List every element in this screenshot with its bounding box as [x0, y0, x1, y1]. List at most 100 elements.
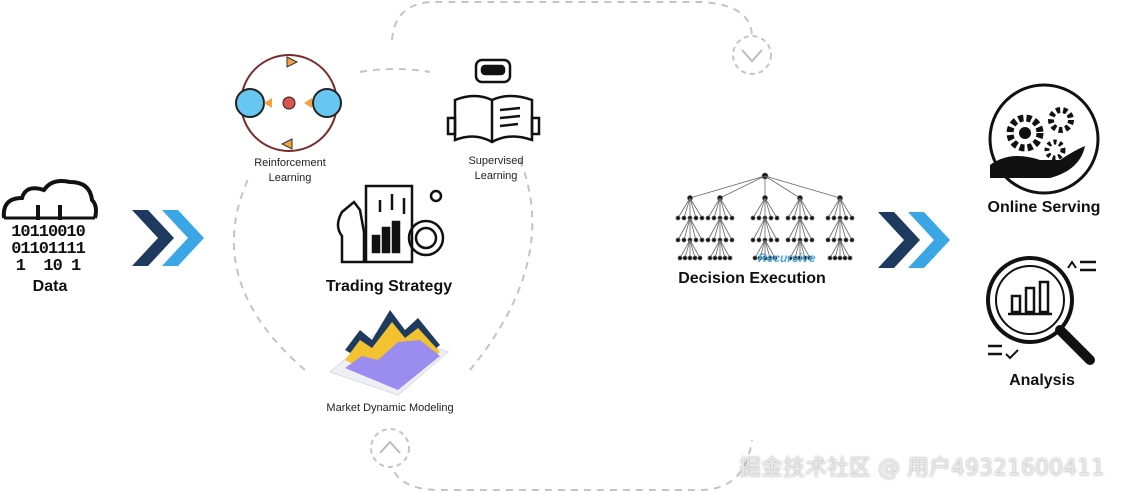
tree-node [791, 237, 797, 243]
tree-edge [789, 239, 801, 259]
tree-edge [834, 239, 841, 259]
tree-edge [799, 197, 813, 219]
tree-edge [764, 239, 771, 259]
chevron-right-icon [878, 212, 950, 268]
tree-node [756, 215, 762, 221]
tree-node [768, 237, 774, 243]
tree-node [785, 237, 791, 243]
supervised-learning-label: Supervised Learning [468, 155, 524, 182]
tree-edge [827, 197, 841, 219]
chevron-down-icon [732, 35, 772, 75]
tree-node [697, 255, 703, 261]
tree-edge [758, 197, 766, 219]
tree-node [772, 255, 778, 261]
tree-node [843, 237, 849, 243]
tree-edge [719, 217, 733, 241]
gears-hand-icon [988, 83, 1100, 195]
tree-node [827, 255, 833, 261]
tree-node [723, 237, 729, 243]
tree-node [681, 237, 687, 243]
tree-edge [799, 217, 807, 241]
tree-node [825, 237, 831, 243]
tree-node [705, 215, 711, 221]
tree-edge [794, 239, 801, 259]
mountain-chart-icon [328, 310, 450, 396]
tree-edge [839, 197, 853, 219]
tree-edge [764, 197, 778, 219]
tree-node [692, 255, 698, 261]
tree-edge [719, 197, 727, 219]
reinforcement-learning-label: Reinforcement Learning [254, 157, 326, 184]
tree-edge [752, 217, 766, 241]
tree-edge [839, 239, 846, 259]
tree-edge [793, 217, 801, 241]
decision-tree-icon [675, 172, 855, 261]
tree-edge [764, 239, 776, 259]
tree-edge [758, 217, 766, 241]
tree-edge [799, 239, 811, 259]
tree-edge [713, 197, 721, 219]
tree-node [693, 215, 699, 221]
cloud-data-icon: 10110010 01101111 1 10 1 [1, 179, 98, 276]
tree-edge [683, 197, 691, 219]
tree-edge [839, 197, 847, 219]
tree-edge [764, 217, 778, 241]
online-serving-label: Online Serving [987, 199, 1101, 216]
chess-knight-chart-icon [336, 184, 445, 264]
tree-node [687, 255, 693, 261]
tree-edge [689, 197, 703, 219]
tree-node [711, 215, 717, 221]
tree-edge [764, 217, 772, 241]
tree-node [807, 255, 813, 261]
decision-execution-label: Decision Execution [678, 270, 826, 287]
tree-node [762, 255, 768, 261]
tree-edge [787, 217, 801, 241]
tree-edge [677, 217, 691, 241]
tree-node [681, 215, 687, 221]
chevron-up-icon [370, 428, 410, 468]
tree-edge [709, 239, 721, 259]
tree-edge [793, 197, 801, 219]
tree-node [682, 255, 688, 261]
tree-edge [677, 197, 691, 219]
data-label: Data [32, 278, 68, 295]
tree-node [712, 255, 718, 261]
tree-node [797, 255, 803, 261]
binary-line-3: 1 10 1 [16, 257, 81, 276]
tree-node [750, 237, 756, 243]
trading-strategy-label: Trading Strategy [325, 278, 453, 295]
watermark: 掘金技术社区 @ 用户49321600411 [739, 456, 1105, 481]
market-dynamic-modeling-label: Market Dynamic Modeling [326, 402, 454, 414]
tree-node [849, 237, 855, 243]
tree-edge [719, 239, 731, 259]
tree-node [768, 215, 774, 221]
tree-edge [839, 239, 851, 259]
tree-node [849, 215, 855, 221]
tree-node [847, 255, 853, 261]
tree-edge [689, 239, 701, 259]
analysis-label: Analysis [1009, 372, 1075, 389]
tree-node [785, 215, 791, 221]
binary-line-1: 10110010 [11, 223, 85, 242]
tree-node [750, 215, 756, 221]
tree-node [711, 237, 717, 243]
tree-node [752, 255, 758, 261]
tree-node [825, 215, 831, 221]
tree-node [837, 255, 843, 261]
recursive-label: Recursive [758, 251, 816, 265]
tree-node [723, 215, 729, 221]
tree-node [757, 255, 763, 261]
tree-edge [759, 239, 766, 259]
tree-edge [764, 197, 772, 219]
chevron-right-icon [132, 210, 204, 266]
tree-node [802, 255, 808, 261]
tree-edge [679, 239, 691, 259]
tree-edge [839, 217, 853, 241]
tree-edge [719, 197, 733, 219]
tree-edge [707, 197, 721, 219]
tree-edge [689, 197, 697, 219]
tree-node [699, 237, 705, 243]
tree-edge [689, 217, 703, 241]
tree-node [843, 215, 849, 221]
tree-node [774, 237, 780, 243]
